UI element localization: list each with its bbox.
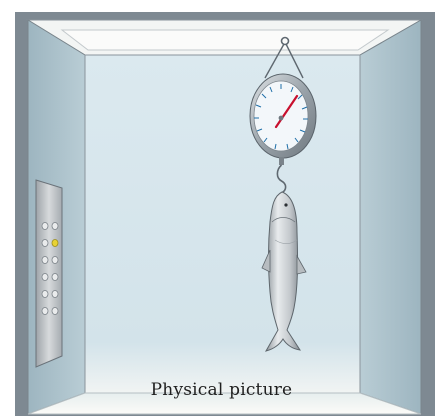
figure-caption: Physical picture <box>0 380 443 400</box>
right-wall <box>360 20 421 414</box>
back-wall <box>85 55 360 393</box>
lit-button <box>52 240 58 247</box>
elevator-button-panel-icon <box>36 180 62 367</box>
ceiling-panel <box>62 30 388 50</box>
